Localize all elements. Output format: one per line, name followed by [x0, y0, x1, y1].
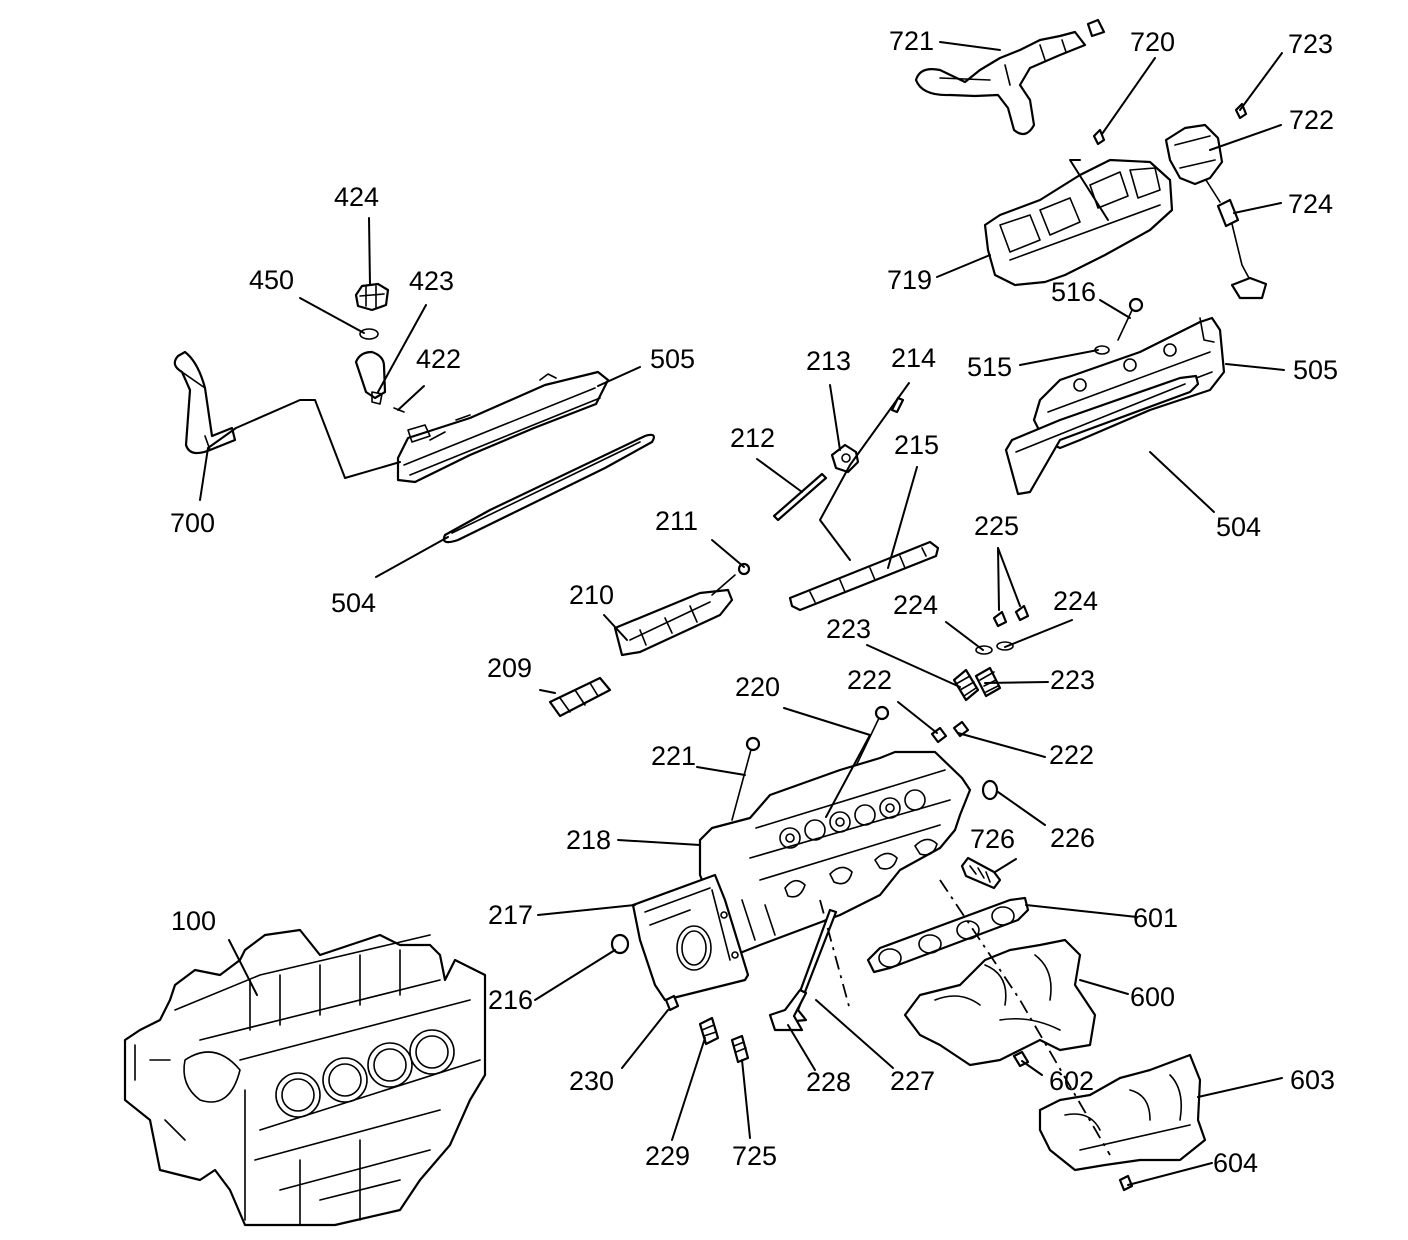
valve-spring-caps-part [975, 641, 1014, 655]
label-450: 450 [249, 265, 294, 295]
label-222a: 222 [847, 665, 892, 695]
label-213: 213 [806, 346, 851, 376]
pcv-hose-part [173, 350, 237, 455]
label-210: 210 [569, 580, 614, 610]
o-ring-part [359, 328, 379, 340]
left-valve-rocker-cover-part [396, 370, 610, 484]
label-505a: 505 [650, 344, 695, 374]
label-225: 225 [974, 511, 1019, 541]
label-221: 221 [651, 741, 696, 771]
valve-stem-oil-seals-part [930, 720, 970, 744]
label-224b: 224 [1053, 586, 1098, 616]
label-222b: 222 [1049, 740, 1094, 770]
label-720: 720 [1130, 27, 1175, 57]
oil-fill-tube-part [354, 350, 387, 405]
label-515: 515 [967, 352, 1012, 382]
label-209: 209 [487, 653, 532, 683]
label-516: 516 [1051, 277, 1096, 307]
lifter-guide-bolt-part [711, 562, 751, 596]
ignition-coil-bolt-part [1234, 102, 1248, 120]
label-724: 724 [1288, 189, 1333, 219]
label-229: 229 [645, 1141, 690, 1171]
label-603: 603 [1290, 1065, 1335, 1095]
label-230: 230 [569, 1066, 614, 1096]
label-504b: 504 [1216, 512, 1261, 542]
label-700: 700 [170, 508, 215, 538]
label-424: 424 [334, 182, 379, 212]
valve-lifter-part [548, 676, 612, 718]
pushrod-part [772, 472, 828, 522]
label-723: 723 [1288, 29, 1333, 59]
label-214: 214 [891, 343, 936, 373]
label-220: 220 [735, 672, 780, 702]
valve-lifter-guide-part [613, 588, 734, 657]
label-600: 600 [1130, 982, 1175, 1012]
label-725: 725 [732, 1141, 777, 1171]
label-217: 217 [488, 900, 533, 930]
rocker-arm-support-part [788, 540, 940, 612]
alignment-lines [819, 879, 1111, 1156]
intake-valve-part [768, 988, 808, 1032]
label-601: 601 [1133, 903, 1178, 933]
rocker-arm-part [830, 443, 860, 474]
valve-stem-keys-part [992, 604, 1030, 628]
oil-fill-cap-part [354, 282, 390, 312]
label-100: 100 [171, 906, 216, 936]
label-211: 211 [655, 506, 698, 536]
label-422: 422 [416, 344, 461, 374]
sensor-726-part [960, 856, 1002, 890]
dowel-pin-part [664, 994, 680, 1012]
exhaust-heat-shield-part [1038, 1053, 1207, 1172]
label-604: 604 [1213, 1148, 1258, 1178]
leader-lines [199, 41, 1285, 1186]
cylinder-head-plug-part [981, 779, 999, 801]
label-226: 226 [1050, 823, 1095, 853]
heat-shield-bolt-part [1118, 1174, 1134, 1192]
label-504a: 504 [331, 588, 376, 618]
label-722: 722 [1289, 105, 1334, 135]
label-218: 218 [566, 825, 611, 855]
label-227: 227 [890, 1066, 935, 1096]
label-216: 216 [488, 985, 533, 1015]
label-223b: 223 [1050, 665, 1095, 695]
valve-springs-part [952, 666, 1002, 702]
exhaust-manifold-gasket-part [866, 896, 1030, 974]
ignition-coil-part [1164, 123, 1224, 186]
label-223a: 223 [826, 614, 871, 644]
label-505b: 505 [1293, 355, 1338, 385]
label-423: 423 [409, 266, 454, 296]
right-valve-cover-gasket-part [1004, 374, 1200, 496]
cylinder-head-bolt-part [731, 736, 761, 821]
exhaust-manifold-part [903, 938, 1097, 1067]
cylinder-head-gasket-part [631, 873, 750, 1002]
label-228: 228 [806, 1067, 851, 1097]
coil-bracket-bolt-part [1092, 128, 1106, 146]
left-valve-cover-gasket-part [442, 433, 655, 544]
valve-cover-bolt-part [1117, 297, 1144, 341]
spark-plug-wire-part [1205, 179, 1268, 300]
plug-229-part [698, 1016, 720, 1046]
label-721: 721 [889, 26, 934, 56]
label-224a: 224 [893, 590, 938, 620]
sensor-725-part [730, 1034, 750, 1064]
ignition-coil-bracket-part [983, 158, 1174, 287]
engine-block-part [123, 928, 487, 1227]
label-212: 212 [730, 423, 775, 453]
label-215: 215 [894, 430, 939, 460]
cylinder-head-part [698, 750, 972, 957]
part-labels: 100 209 210 211 212 213 214 215 216 217 … [170, 26, 1338, 1178]
ignition-wiring-harness-part [914, 18, 1106, 136]
label-726: 726 [970, 824, 1015, 854]
plug-216-part [610, 933, 630, 955]
label-602: 602 [1049, 1066, 1094, 1096]
label-719: 719 [887, 265, 932, 295]
